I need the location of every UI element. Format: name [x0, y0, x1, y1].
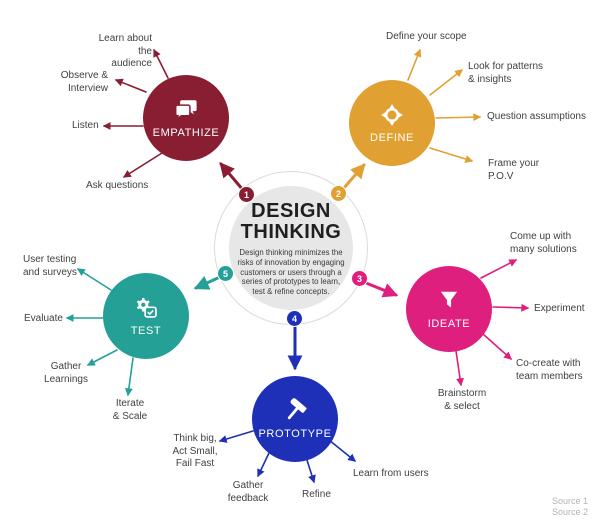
- prototype-label-think-big: Think big, Act Small, Fail Fast: [172, 433, 218, 469]
- test-label-gather-learnings: Gather Learnings: [44, 361, 88, 385]
- funnel-icon: [440, 291, 458, 308]
- node-ideate-circle: IDEATE: [406, 266, 492, 352]
- step-badge-1: 1: [238, 186, 255, 203]
- target-icon: [381, 104, 403, 126]
- node-prototype-circle: PROTOTYPE: [252, 376, 338, 462]
- prototype-label-gather-feedback: Gather feedback: [227, 480, 269, 504]
- empathize-label-listen: Listen: [72, 120, 99, 131]
- node-prototype-label: PROTOTYPE: [258, 428, 332, 440]
- empathize-label-learn-audience: Learn about the audience: [98, 33, 152, 69]
- define-label-patterns: Look for patterns & insights: [468, 61, 544, 85]
- ideate-label-experiment: Experiment: [534, 303, 585, 314]
- node-define-circle: DEFINE: [349, 80, 435, 166]
- node-empathize-label: EMPATHIZE: [152, 127, 220, 139]
- define-label-scope: Define your scope: [386, 31, 467, 42]
- step-badge-2: 2: [330, 185, 347, 202]
- node-test-label: TEST: [130, 325, 162, 337]
- gear-check-icon: [137, 297, 157, 318]
- step-badge-5: 5: [217, 265, 234, 282]
- node-test-circle: TEST: [103, 273, 189, 359]
- define-label-frame-pov: Frame your P.O.V: [488, 158, 540, 182]
- source-1: Source 1: [551, 496, 588, 506]
- test-label-user-testing: User testing and surveys: [23, 254, 77, 278]
- source-2: Source 2: [551, 507, 588, 517]
- ideate-label-brainstorm: Brainstorm & select: [437, 388, 487, 412]
- center-description: Design thinking minimizes the risks of i…: [237, 248, 345, 297]
- node-define-label: DEFINE: [370, 132, 414, 144]
- hammer-icon: [287, 398, 307, 420]
- center-title-line2: THINKING: [240, 221, 342, 243]
- node-ideate-label: IDEATE: [427, 318, 471, 330]
- chat-bubbles-icon: [174, 100, 197, 122]
- empathize-label-ask-questions: Ask questions: [86, 180, 149, 191]
- define-label-assumptions: Question assumptions: [487, 111, 586, 122]
- center-circle: DESIGN THINKING Design thinking minimize…: [229, 186, 353, 310]
- step-badge-4: 4: [286, 310, 303, 327]
- ideate-label-many-solutions: Come up with many solutions: [510, 231, 577, 255]
- ideate-label-co-create: Co-create with team members: [516, 358, 583, 382]
- prototype-label-refine: Refine: [302, 489, 331, 500]
- empathize-label-observe-interview: Observe & Interview: [60, 70, 108, 94]
- center-title-line1: DESIGN: [251, 200, 331, 222]
- step-badge-3: 3: [351, 270, 368, 287]
- test-label-evaluate: Evaluate: [24, 313, 63, 324]
- node-empathize-circle: EMPATHIZE: [143, 75, 229, 161]
- test-label-iterate-scale: Iterate & Scale: [112, 398, 148, 422]
- prototype-label-learn-users: Learn from users: [353, 468, 429, 479]
